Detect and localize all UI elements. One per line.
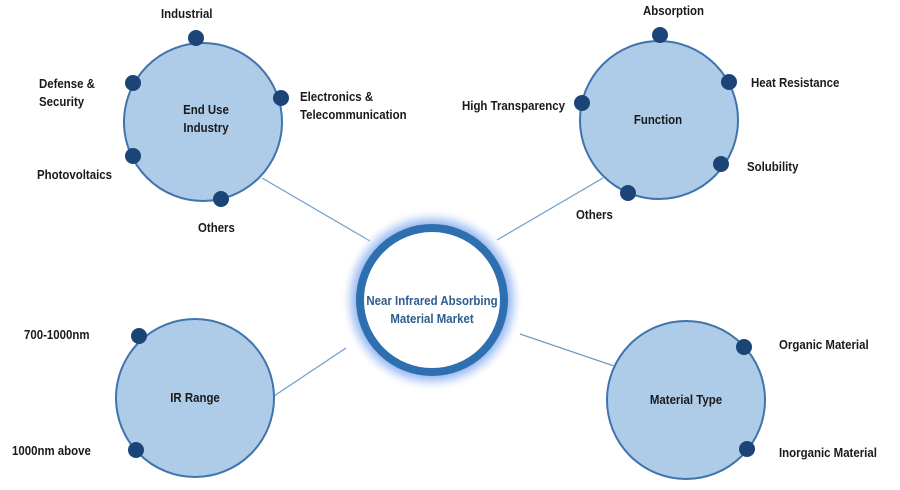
- connector-end-use: [261, 177, 371, 242]
- label-industrial: Industrial: [161, 6, 213, 21]
- hub-title-line2: Material Market: [390, 311, 474, 326]
- label-absorption: Absorption: [643, 3, 705, 18]
- label-high-transparency: High Transparency: [462, 98, 566, 113]
- hub-title-line1: Near Infrared Absorbing: [366, 293, 498, 308]
- node-end-use-industry[interactable]: [123, 30, 289, 207]
- dot-electronics: [273, 90, 289, 106]
- dot-inorganic-material: [739, 441, 755, 457]
- node-title-line1: End Use: [183, 102, 229, 117]
- label-others-end-use: Others: [198, 220, 235, 235]
- node-function[interactable]: [574, 27, 739, 201]
- node-title-material-type: Material Type: [649, 392, 723, 407]
- label-security: Security: [39, 94, 85, 109]
- dot-organic-material: [736, 339, 752, 355]
- dot-others: [620, 185, 636, 201]
- node-title-ir-range: IR Range: [170, 390, 220, 405]
- dot-solubility: [713, 156, 729, 172]
- hub-title: Near Infrared Absorbing Material Market: [366, 292, 497, 328]
- label-telecommunication: Telecommunication: [300, 107, 407, 122]
- connector-material-type: [519, 333, 615, 367]
- label-others-function: Others: [576, 207, 613, 222]
- dot-absorption: [652, 27, 668, 43]
- label-1000nm-above: 1000nm above: [12, 443, 91, 458]
- hub-circle[interactable]: [356, 224, 508, 376]
- label-inorganic-material: Inorganic Material: [779, 445, 877, 460]
- dot-industrial: [188, 30, 204, 46]
- node-title-function: Function: [633, 112, 683, 127]
- node-ir-range[interactable]: [115, 318, 275, 478]
- label-700-1000nm: 700-1000nm: [24, 327, 90, 342]
- label-heat-resistance: Heat Resistance: [751, 75, 840, 90]
- connector-ir-range: [273, 347, 347, 397]
- dot-defense-security: [125, 75, 141, 91]
- label-photovoltaics: Photovoltaics: [37, 167, 113, 182]
- node-material-type[interactable]: [606, 320, 766, 480]
- dot-photovoltaics: [125, 148, 141, 164]
- dot-others: [213, 191, 229, 207]
- node-title-line2: Industry: [183, 120, 229, 135]
- label-solubility: Solubility: [747, 159, 799, 174]
- dot-1000nm-above: [128, 442, 144, 458]
- dot-high-transparency: [574, 95, 590, 111]
- node-title-end-use-industry: End Use Industry: [183, 101, 229, 137]
- label-defense: Defense &: [39, 76, 95, 91]
- label-organic-material: Organic Material: [779, 337, 869, 352]
- dot-heat-resistance: [721, 74, 737, 90]
- label-electronics: Electronics &: [300, 89, 374, 104]
- dot-700-1000nm: [131, 328, 147, 344]
- connector-function: [496, 177, 604, 241]
